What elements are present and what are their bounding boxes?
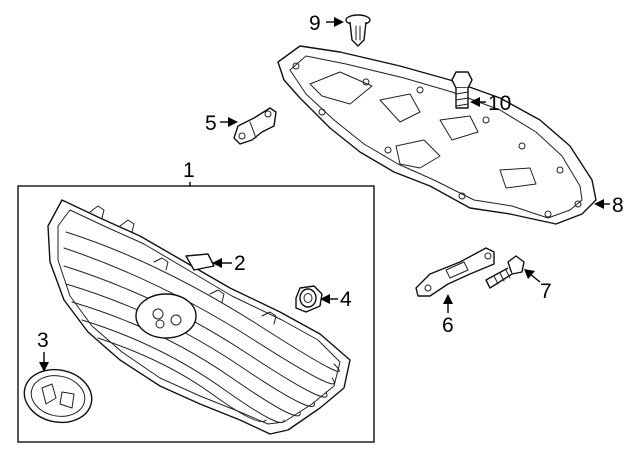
- bolt-10-part: [451, 71, 473, 109]
- emblem-part: [23, 368, 93, 424]
- callout-5: 5: [205, 112, 217, 135]
- grille-assembly-box: [17, 185, 375, 443]
- bolt-7-part: [485, 255, 525, 289]
- arrowhead-6: [443, 294, 453, 304]
- arrowhead-7: [524, 269, 535, 279]
- arrowhead-10: [470, 97, 480, 107]
- arrowhead-9: [334, 17, 344, 27]
- callout-9: 9: [309, 12, 321, 35]
- callout-2: 2: [234, 252, 246, 275]
- label-part: [185, 253, 215, 271]
- arrowhead-2: [212, 258, 222, 268]
- callout-7: 7: [540, 280, 552, 303]
- callout-1: 1: [183, 159, 195, 182]
- leader-7: [529, 273, 541, 283]
- callout-3: 3: [37, 329, 49, 352]
- callout-10: 10: [488, 92, 511, 115]
- lower-bracket-part: [415, 247, 495, 297]
- nut-part: [295, 285, 323, 313]
- callout-4: 4: [340, 288, 352, 311]
- grille-part: [47, 199, 351, 435]
- callout-8: 8: [612, 194, 624, 217]
- upper-cover-part: [277, 45, 597, 225]
- arrowhead-3: [39, 362, 49, 372]
- small-bracket-part: [233, 107, 277, 145]
- arrowhead-4: [320, 294, 330, 304]
- arrowhead-5: [228, 117, 238, 127]
- arrowhead-8: [594, 199, 604, 209]
- callout-6: 6: [442, 314, 454, 337]
- push-clip-part: [345, 14, 371, 47]
